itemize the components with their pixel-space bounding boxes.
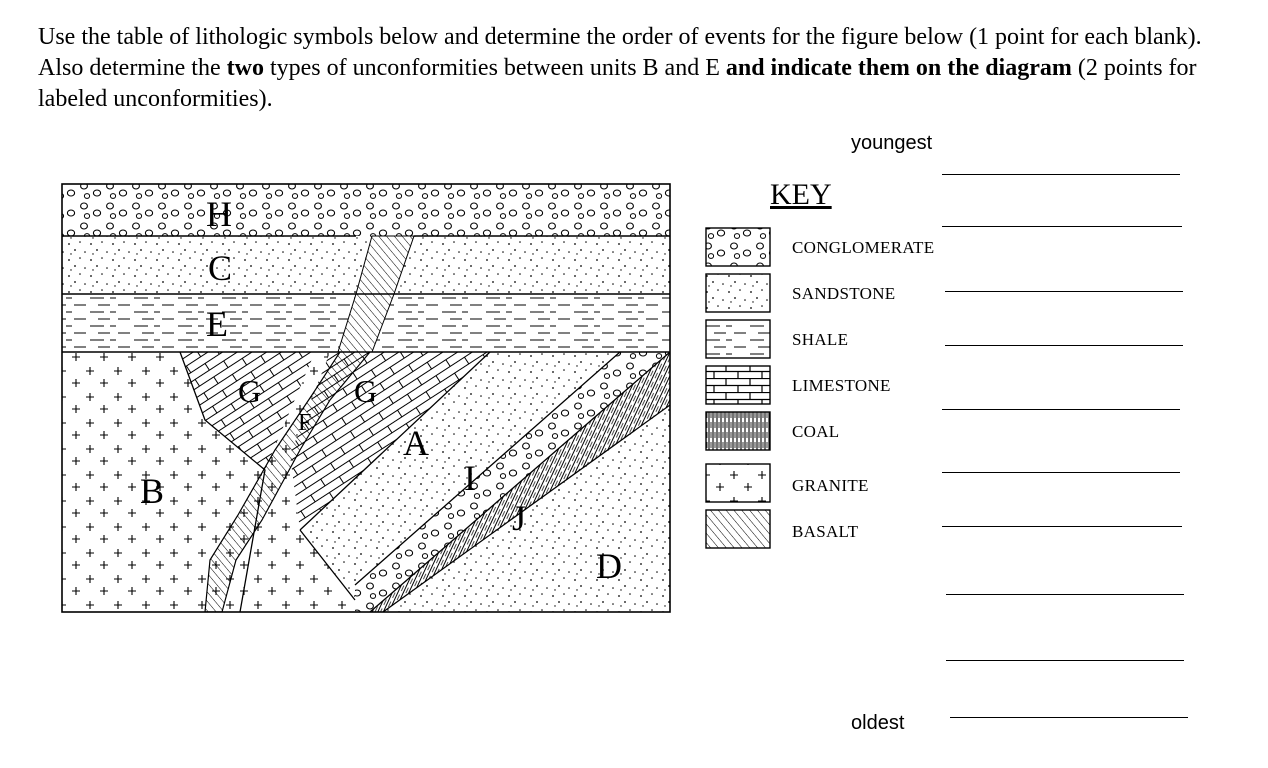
answer-blank-2[interactable]	[942, 226, 1182, 227]
label-i: I	[464, 458, 476, 498]
key-label: GRANITE	[792, 476, 869, 495]
youngest-label: youngest	[851, 132, 933, 154]
answer-blank-8[interactable]	[946, 594, 1184, 595]
key-label: CONGLOMERATE	[792, 238, 935, 257]
answer-blank-1[interactable]	[942, 174, 1180, 175]
instructions-part1: Use the table of lithologic symbols belo…	[38, 24, 1202, 81]
key-item-shale: SHALE	[706, 320, 966, 360]
answer-blank-6[interactable]	[942, 472, 1180, 473]
key-item-granite: GRANITE	[706, 466, 966, 506]
key-title: KEY	[770, 178, 832, 211]
answer-blank-10[interactable]	[950, 717, 1188, 718]
instructions-bold-indicate: and indicate them on the diagram	[725, 55, 1072, 81]
key-label: COAL	[792, 422, 840, 441]
key-label: SANDSTONE	[792, 284, 896, 303]
label-g-left: G	[238, 373, 261, 409]
key-item-basalt: BASALT	[706, 512, 966, 552]
label-c: C	[208, 248, 232, 288]
key-item-sandstone: SANDSTONE	[706, 274, 966, 314]
answer-blank-7[interactable]	[942, 526, 1182, 527]
key-item-coal: COAL	[706, 412, 966, 452]
answer-blank-5[interactable]	[942, 409, 1180, 410]
oldest-label: oldest	[851, 712, 905, 734]
answer-blank-9[interactable]	[946, 660, 1184, 661]
label-f: F	[298, 410, 311, 436]
instructions-part2: types of unconformities between units B …	[263, 55, 726, 81]
instructions-text: Use the table of lithologic symbols belo…	[38, 22, 1238, 115]
key-label: LIMESTONE	[792, 376, 891, 395]
answer-blank-4[interactable]	[945, 345, 1183, 346]
label-a: A	[403, 423, 429, 463]
key-label: BASALT	[792, 522, 859, 541]
instructions-bold-two: two	[226, 55, 264, 81]
answer-blank-3[interactable]	[945, 291, 1183, 292]
instructions-part3: (2 points for labeled unconformities).	[38, 55, 1197, 112]
label-j: J	[512, 498, 526, 538]
key-item-conglomerate: CONGLOMERATE	[706, 228, 966, 268]
label-d: D	[596, 546, 622, 586]
label-e: E	[206, 304, 228, 344]
label-g-right: G	[354, 373, 377, 409]
key-label: SHALE	[792, 330, 849, 349]
label-h: H	[206, 194, 232, 234]
key-swatches	[705, 227, 771, 549]
label-b: B	[140, 471, 164, 511]
key-item-limestone: LIMESTONE	[706, 366, 966, 406]
